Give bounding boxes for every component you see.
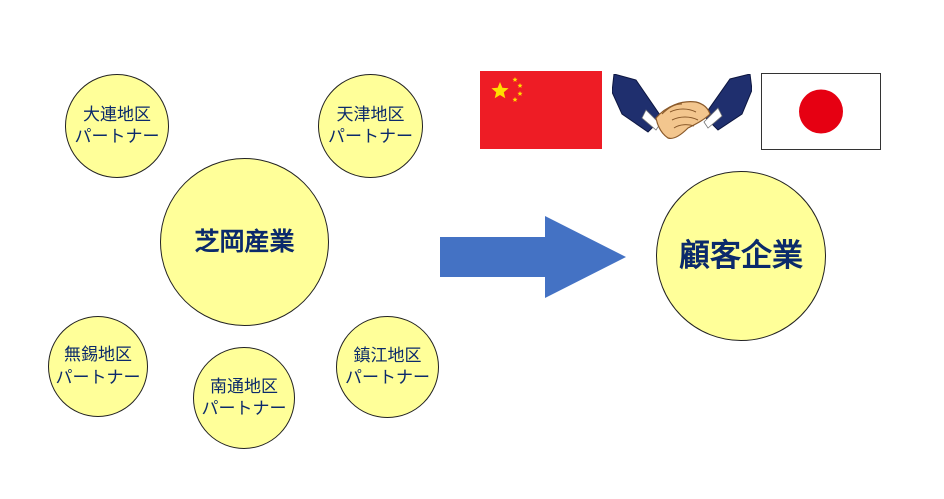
center-company-circle: 芝岡産業	[160, 158, 329, 326]
partner-circle-zhenjiang: 鎮江地区 パートナー	[336, 316, 439, 418]
partner-region-label: 鎮江地区	[353, 345, 422, 366]
partner-circle-dalian: 大連地区 パートナー	[65, 74, 169, 178]
partner-role-label: パートナー	[55, 367, 141, 388]
partner-circle-tianjin: 天津地区 パートナー	[318, 74, 423, 178]
china-flag-icon	[480, 71, 602, 149]
partner-role-label: パートナー	[201, 399, 287, 419]
partner-region-label: 天津地区	[336, 104, 405, 125]
japan-flag-icon	[761, 73, 881, 150]
partner-circle-wuxi: 無錫地区 パートナー	[48, 316, 148, 417]
customer-label: 顧客企業	[679, 237, 803, 274]
partner-role-label: パートナー	[74, 127, 160, 147]
partner-region-label: 無錫地区	[64, 345, 132, 366]
partner-role-label: パートナー	[345, 368, 430, 388]
center-company-label: 芝岡産業	[194, 226, 295, 256]
handshake-icon	[612, 74, 752, 139]
customer-circle: 顧客企業	[656, 171, 826, 341]
partner-circle-nantong: 南通地区 パートナー	[193, 347, 295, 449]
partner-role-label: パートナー	[328, 127, 413, 147]
partner-region-label: 大連地区	[83, 104, 151, 125]
right-arrow-icon	[440, 216, 626, 298]
partner-region-label: 南通地区	[210, 376, 278, 397]
